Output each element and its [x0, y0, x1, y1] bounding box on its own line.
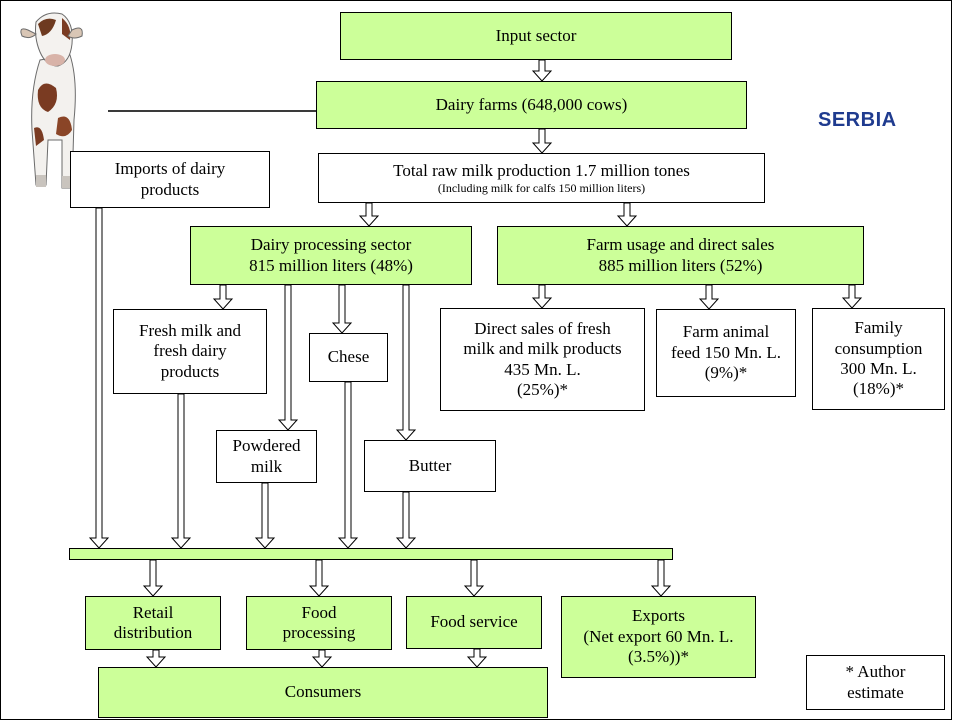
input-sector-label: Input sector [495, 25, 577, 45]
arrow-butter-to-bar [395, 491, 417, 549]
family-line-4: (18%)* [853, 379, 904, 399]
butter-box: Butter [364, 440, 496, 492]
animal-feed-line-3: (9%)* [704, 363, 748, 383]
direct-sales-line-4: (25%)* [517, 379, 568, 399]
exports-line-3: (3.5%))* [628, 647, 689, 667]
retail-distribution-box: Retail distribution [85, 596, 221, 650]
food-processing-box: Food processing [246, 596, 392, 650]
exports-box: Exports (Net export 60 Mn. L. (3.5%))* [561, 596, 756, 678]
dairy-farms-label: Dairy farms (648,000 cows) [435, 94, 628, 114]
imports-line-1: Imports of dairy [114, 159, 226, 179]
arrow-bar-to-food-processing [308, 559, 330, 597]
fresh-milk-line-1: Fresh milk and [139, 320, 241, 340]
food-service-label: Food service [430, 612, 518, 632]
arrow-processing-to-butter [395, 284, 417, 441]
arrow-imports-to-bar [88, 207, 110, 549]
arrow-bar-to-retail [142, 559, 164, 597]
processing-line-1: Dairy processing sector [250, 235, 412, 255]
cheese-label: Chese [327, 347, 370, 367]
cheese-box: Chese [309, 333, 388, 382]
fresh-milk-box: Fresh milk and fresh dairy products [113, 309, 267, 394]
author-note-box: * Author estimate [806, 655, 945, 710]
retail-line-2: distribution [113, 623, 193, 642]
note-line-1: * Author [845, 662, 906, 682]
exports-line-2: (Net export 60 Mn. L. [583, 626, 734, 646]
arrow-processing-to-cheese [331, 284, 353, 334]
arrow-usage-to-direct-sales [531, 284, 553, 309]
direct-sales-box: Direct sales of fresh milk and milk prod… [440, 308, 645, 411]
powdered-line-1: Powdered [232, 436, 301, 456]
imports-box: Imports of dairy products [70, 151, 270, 208]
food-service-box: Food service [406, 596, 542, 649]
dairy-farms-box: Dairy farms (648,000 cows) [316, 81, 747, 129]
fresh-milk-line-2: fresh dairy [153, 341, 227, 361]
arrow-raw-to-farm-usage [616, 202, 638, 227]
arrow-usage-to-animal-feed [698, 284, 720, 310]
processing-line-2: 815 million liters (48%) [249, 255, 413, 275]
exports-line-1: Exports [632, 606, 685, 626]
family-consumption-box: Family consumption 300 Mn. L. (18%)* [812, 308, 945, 410]
butter-label: Butter [408, 455, 452, 475]
consumers-label: Consumers [284, 682, 362, 702]
raw-milk-line-1: Total raw milk production 1.7 million to… [393, 160, 690, 180]
arrow-input-to-farms [531, 59, 553, 82]
consumers-box: Consumers [98, 667, 548, 718]
arrow-powdered-to-bar [254, 482, 276, 549]
fresh-milk-line-3: products [160, 361, 220, 381]
food-processing-line-1: Food [301, 602, 337, 622]
arrow-retail-to-consumers [145, 649, 167, 668]
retail-line-1: Retail [132, 602, 174, 622]
processing-sector-box: Dairy processing sector 815 million lite… [190, 226, 472, 285]
animal-feed-line-2: feed 150 Mn. L. [670, 342, 781, 362]
country-label: SERBIA [818, 109, 897, 131]
arrow-raw-to-processing [358, 202, 380, 227]
arrow-fresh-to-bar [170, 393, 192, 549]
cow-illustration [20, 12, 83, 189]
imports-line-2: products [140, 179, 200, 199]
raw-milk-line-2: (Including milk for calfs 150 million li… [437, 181, 646, 195]
arrow-service-to-consumers [466, 648, 488, 668]
family-line-3: 300 Mn. L. [840, 359, 917, 378]
farm-usage-line-2: 885 million liters (52%) [598, 255, 763, 275]
farm-usage-box: Farm usage and direct sales 885 million … [497, 226, 864, 285]
input-sector-box: Input sector [340, 12, 732, 60]
family-line-2: consumption [834, 338, 923, 358]
direct-sales-line-2: milk and milk products [463, 339, 622, 359]
powdered-line-2: milk [250, 456, 283, 476]
animal-feed-line-1: Farm animal [682, 322, 770, 342]
animal-feed-box: Farm animal feed 150 Mn. L. (9%)* [656, 309, 796, 397]
family-line-1: Family [854, 318, 903, 338]
food-processing-line-2: processing [282, 623, 356, 642]
arrow-bar-to-exports [650, 559, 672, 597]
powdered-milk-box: Powdered milk [216, 430, 317, 483]
arrow-bar-to-food-service [463, 559, 485, 597]
arrow-usage-to-family [841, 284, 863, 309]
arrow-processing-to-fresh [212, 284, 234, 310]
direct-sales-line-1: Direct sales of fresh [474, 318, 611, 338]
arrow-processing-to-powdered [277, 284, 299, 431]
direct-sales-line-3: 435 Mn. L. [504, 359, 581, 379]
arrow-farms-to-raw-milk [531, 128, 553, 154]
note-line-2: estimate [847, 682, 904, 702]
arrow-processing-to-consumers [311, 649, 333, 668]
arrow-cheese-to-bar [337, 381, 359, 549]
raw-milk-box: Total raw milk production 1.7 million to… [318, 153, 765, 203]
farm-usage-line-1: Farm usage and direct sales [586, 235, 775, 255]
distribution-bar [69, 548, 673, 560]
